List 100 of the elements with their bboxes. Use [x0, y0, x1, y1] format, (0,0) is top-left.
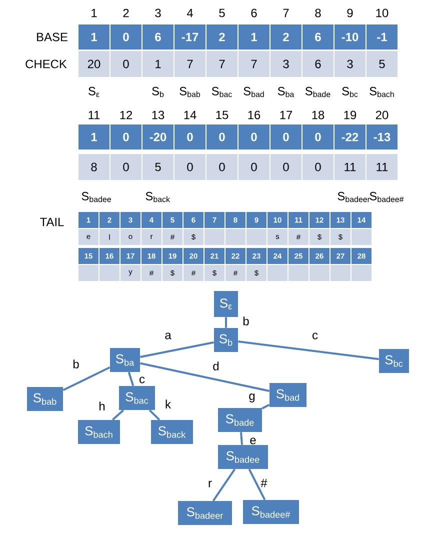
state-label: S$_{badee#}$ [370, 192, 404, 202]
column-number: 3 [155, 8, 161, 18]
table-cell: 0 [206, 124, 238, 150]
state-label: S$_{bad}$ [244, 86, 264, 98]
state-label: S$_{ba}$ [278, 86, 294, 98]
table-cell: 11 [334, 153, 366, 181]
table-cell: 0 [110, 24, 142, 50]
column-number: 1 [92, 8, 97, 18]
table-cell: 0 [302, 124, 334, 150]
table-cell: 20 [78, 50, 110, 78]
row-header: BASE [37, 32, 68, 42]
tree-edge [240, 432, 243, 445]
state-box: S$_{bad}$ [270, 383, 306, 407]
state-label: S$_{b}$ [152, 86, 164, 98]
state-box: S$_{bab}$ [27, 387, 63, 411]
table-cell: 2 [206, 24, 238, 50]
table-cell: -22 [334, 124, 366, 150]
table-cell: 8 [78, 153, 110, 181]
state-box: S$_{bc}$ [379, 349, 409, 373]
tree-edge [62, 366, 110, 392]
column-number: 17 [280, 110, 292, 120]
edge-label: e [249, 437, 257, 445]
column-number: 2 [123, 8, 129, 18]
column-number: 10 [376, 8, 388, 18]
edge-label: b [72, 359, 80, 369]
state-label: S$_{bach}$ [370, 86, 394, 98]
table-cell: 0 [174, 124, 206, 150]
column-number: 20 [376, 110, 388, 120]
column-number: 18 [312, 110, 324, 120]
column-number: 9 [347, 8, 353, 18]
state-box: S$_{bach}$ [78, 420, 120, 444]
state-label: S$_{bab}$ [180, 86, 200, 98]
edge-label: d [212, 361, 220, 371]
table-cell: 0 [270, 124, 302, 150]
state-box: S$_{ε}$ [214, 291, 238, 317]
tree-edge [148, 409, 160, 421]
tree-edge [140, 362, 270, 392]
table-cell: 0 [110, 124, 142, 150]
column-number: 5 [219, 8, 225, 18]
state-box: S$_{badee}$ [218, 445, 268, 469]
table-cell: 1 [238, 24, 270, 50]
table-cell: 0 [174, 153, 206, 181]
table-cell: -17 [174, 24, 206, 50]
state-box: S$_{bac}$ [119, 386, 155, 410]
state-box: S$_{bade}$ [218, 408, 262, 432]
table-cell: 7 [206, 50, 238, 78]
table-cell: 0 [302, 153, 334, 181]
table-cell: 0 [238, 153, 270, 181]
column-number: 7 [283, 8, 289, 18]
tree-edge [248, 468, 266, 500]
table-cell: 6 [142, 24, 174, 50]
column-number: 6 [251, 8, 257, 18]
tree-edge [212, 468, 236, 502]
state-box: S$_{b}$ [214, 328, 238, 352]
state-label: S$_{ε}$ [88, 86, 100, 98]
table-cell: 1 [78, 24, 110, 50]
column-number: 8 [315, 8, 321, 18]
state-label: S$_{badee}$ [82, 192, 111, 202]
table-cell: 7 [238, 50, 270, 78]
table-cell: 3 [270, 50, 302, 78]
column-number: 14 [184, 110, 196, 120]
table-cell: -20 [142, 124, 174, 150]
state-box: S$_{badeer}$ [178, 501, 232, 525]
state-box: S$_{ba}$ [110, 348, 140, 372]
table-cell: 0 [110, 153, 142, 181]
table-cell: 7 [174, 50, 206, 78]
state-label: S$_{bc}$ [342, 86, 358, 98]
table-cell: -10 [334, 24, 366, 50]
tree-edge [128, 372, 134, 386]
edge-label: a [164, 332, 172, 340]
table-cell: 11 [366, 153, 398, 181]
edge-label: c [138, 376, 146, 384]
state-label: S$_{bade}$ [305, 86, 330, 98]
edge-label: g [248, 393, 256, 403]
tree-edge [225, 317, 227, 328]
table-cell: 5 [142, 153, 174, 181]
table-cell: 2 [270, 24, 302, 50]
edge-label: h [98, 401, 106, 411]
column-number: 15 [216, 110, 228, 120]
tree-edge [262, 404, 270, 410]
table-cell: 6 [302, 24, 334, 50]
state-label: S$_{bac}$ [212, 86, 232, 98]
edge-label: r [208, 480, 212, 488]
table-cell: 1 [142, 50, 174, 78]
edge-label: k [164, 399, 172, 409]
tree-edge [238, 340, 379, 360]
table-cell: 3 [334, 50, 366, 78]
table-cell: -1 [366, 24, 398, 50]
table-cell: 0 [110, 50, 142, 78]
table-cell: 1 [78, 124, 110, 150]
table-cell: 0 [270, 153, 302, 181]
column-number: 16 [248, 110, 260, 120]
row-header: TAIL [40, 218, 64, 226]
column-number: 13 [152, 110, 164, 120]
table-cell: 6 [302, 50, 334, 78]
edge-label: c [312, 332, 318, 340]
table-cell: 5 [366, 50, 398, 78]
table-cell: 0 [206, 153, 238, 181]
state-label: S$_{back}$ [146, 192, 170, 202]
column-number: 19 [344, 110, 356, 120]
